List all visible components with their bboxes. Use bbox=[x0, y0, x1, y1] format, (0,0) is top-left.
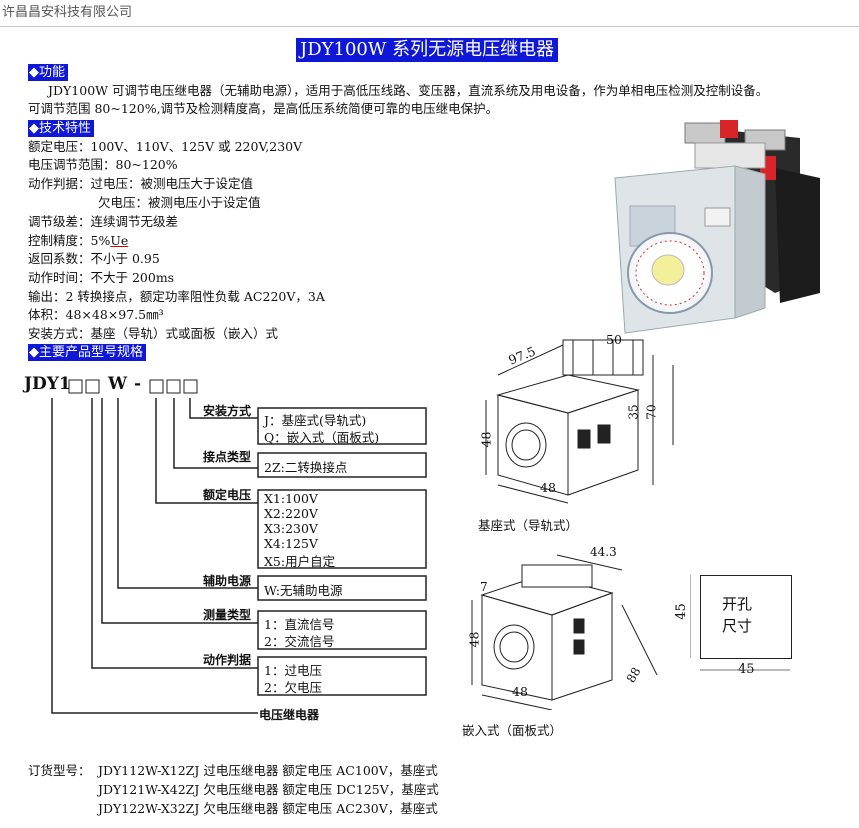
cutout-label-1: 开孔 bbox=[722, 595, 753, 613]
base-mount-drawing bbox=[485, 339, 674, 504]
dim-45-height: 45 bbox=[673, 603, 689, 620]
category-relay-label: 电压继电器 bbox=[259, 708, 320, 722]
function-line-2: 可调节范围 80~120%,调节及检测精度高，是高低压系统简便可靠的电压继电保护… bbox=[28, 101, 499, 116]
dim-7: 7 bbox=[480, 580, 488, 594]
dim-44-3: 44.3 bbox=[590, 545, 617, 559]
option-measure-dc: 1：直流信号 bbox=[264, 617, 335, 632]
spec-rated-voltage: 额定电压：100V、110V、125V 或 220V,230V bbox=[28, 139, 303, 154]
spec-adjust-range: 电压调节范围：80~120% bbox=[28, 157, 178, 172]
model-code-prefix: JDY1 bbox=[24, 374, 71, 394]
panel-mount-drawing bbox=[471, 554, 658, 710]
base-mount-caption: 基座式（导轨式） bbox=[478, 518, 579, 533]
spec-precision: 控制精度：5%Ue bbox=[28, 233, 129, 248]
code-box-1 bbox=[68, 379, 83, 394]
option-install-j: J：基座式(导轨式) bbox=[264, 413, 367, 428]
panel-mount-caption: 嵌入式（面板式） bbox=[462, 723, 563, 738]
spec-action-under: 欠电压：被测电压小于设定值 bbox=[98, 195, 261, 210]
model-code-mid: W bbox=[108, 374, 128, 394]
page-title: JDY100W 系列无源电压继电器 bbox=[296, 38, 559, 62]
dim-70: 70 bbox=[644, 404, 659, 420]
models-heading: ◆主要产品型号规格 bbox=[28, 344, 146, 361]
dim-48-panel-width: 48 bbox=[512, 684, 528, 699]
spec-action-over: 动作判据：过电压：被测电压大于设定值 bbox=[28, 176, 254, 191]
category-install-label: 安装方式 bbox=[203, 404, 252, 418]
order-item-2: JDY121W-X42ZJ 欠电压继电器 额定电压 DC125V，基座式 bbox=[98, 782, 439, 797]
option-action-over: 1：过电压 bbox=[264, 663, 322, 678]
specs-heading: ◆技术特性 bbox=[28, 120, 94, 137]
category-contact-label: 接点类型 bbox=[203, 450, 252, 464]
option-voltage-x1: X1:100V bbox=[264, 491, 318, 506]
code-box-2 bbox=[85, 379, 100, 394]
spec-return-coef: 返回系数：不小于 0.95 bbox=[28, 251, 160, 266]
option-install-q: Q：嵌入式（面板式) bbox=[264, 430, 380, 445]
category-measure-label: 测量类型 bbox=[203, 608, 252, 622]
order-item-3: JDY122W-X32ZJ 欠电压继电器 额定电压 AC230V，基座式 bbox=[98, 801, 438, 816]
option-contact-2z: 2Z:二转换接点 bbox=[264, 460, 348, 475]
category-voltage-label: 额定电压 bbox=[203, 488, 252, 502]
option-aux-w: W:无辅助电源 bbox=[264, 583, 343, 598]
spec-install: 安装方式：基座（导轨）式或面板（嵌入）式 bbox=[28, 326, 279, 341]
model-code-dash: - bbox=[134, 374, 142, 394]
order-label: 订货型号： bbox=[28, 763, 91, 778]
code-box-5 bbox=[183, 379, 198, 394]
spec-adjust-step: 调节级差：连续调节无级差 bbox=[28, 214, 179, 229]
dim-48-base-height: 48 bbox=[478, 431, 494, 448]
category-action-label: 动作判据 bbox=[203, 653, 252, 667]
spec-output: 输出：2 转换接点，额定功率阻性负载 AC220V，3A bbox=[28, 289, 325, 304]
option-voltage-x5: X5:用户自定 bbox=[264, 554, 336, 569]
option-measure-ac: 2：交流信号 bbox=[264, 634, 335, 649]
cutout-dimension-lines bbox=[690, 575, 790, 671]
company-header: 许昌昌安科技有限公司 bbox=[0, 2, 859, 27]
relay-product-photo bbox=[585, 108, 830, 340]
dim-48-panel-height: 48 bbox=[466, 631, 482, 648]
cutout-box bbox=[700, 575, 792, 659]
option-voltage-x2: X2:220V bbox=[264, 506, 318, 521]
dim-48-base-width: 48 bbox=[540, 480, 556, 495]
model-code-diagram bbox=[51, 379, 427, 714]
dim-45-width: 45 bbox=[738, 662, 755, 677]
spec-volume: 体积：48×48×97.5㎜³ bbox=[28, 307, 164, 322]
dim-35: 35 bbox=[626, 404, 641, 420]
function-line-1: JDY100W 可调节电压继电器（无辅助电源），适用于高低压线路、变压器，直流系… bbox=[48, 83, 769, 98]
option-voltage-x4: X4:125V bbox=[264, 536, 318, 551]
category-aux-power-label: 辅助电源 bbox=[203, 574, 252, 588]
function-heading: ◆功能 bbox=[28, 64, 68, 81]
dim-50-base: 50 bbox=[606, 332, 622, 347]
order-item-1: JDY112W-X12ZJ 过电压继电器 额定电压 AC100V，基座式 bbox=[98, 763, 438, 778]
option-action-under: 2：欠电压 bbox=[264, 680, 322, 695]
cutout-label-2: 尺寸 bbox=[722, 617, 753, 635]
spec-action-time: 动作时间：不大于 200ms bbox=[28, 270, 175, 285]
code-box-4 bbox=[166, 379, 181, 394]
option-voltage-x3: X3:230V bbox=[264, 521, 318, 536]
code-box-3 bbox=[149, 379, 164, 394]
